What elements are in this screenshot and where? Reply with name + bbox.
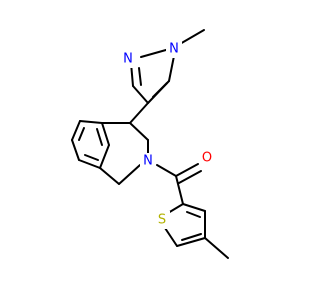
bond-c3-c2-inner bbox=[186, 211, 201, 218]
bond-c7-c8-inner bbox=[84, 154, 99, 161]
bond-c8-c8a bbox=[99, 144, 110, 169]
o-carbonyl-label: O bbox=[202, 151, 212, 166]
bond-c8a-c4a bbox=[101, 122, 110, 146]
n-ring-label: N bbox=[143, 154, 153, 169]
bond-c7-c8 bbox=[78, 159, 101, 169]
carbonyl-group bbox=[156, 163, 202, 205]
bond-c1-c8a bbox=[99, 167, 120, 185]
bond-c-o-a bbox=[175, 163, 199, 177]
bond-c5-c6 bbox=[71, 120, 81, 141]
bond-c5-c4-inner bbox=[181, 233, 202, 241]
bond-c4a-c5 bbox=[79, 120, 103, 124]
bond-c5-c4 bbox=[176, 237, 206, 247]
bond-c5-c6-inner bbox=[78, 127, 85, 141]
benzene-ring bbox=[71, 120, 110, 169]
bond-c3-c4 bbox=[132, 85, 149, 104]
atom-label-s: S bbox=[154, 211, 170, 229]
bond-c8a-c4a-inner bbox=[96, 128, 103, 146]
bond-c2-s bbox=[167, 203, 184, 214]
bond-n2-c3-inner bbox=[138, 67, 142, 86]
bond-n2-c1 bbox=[118, 164, 141, 185]
s-thiophene-label: S bbox=[158, 213, 166, 228]
bond-pyrazole-c4-ring bbox=[129, 102, 149, 124]
saturated-ring bbox=[99, 122, 149, 185]
bond-s-c5 bbox=[164, 227, 178, 247]
bond-c5-n1 bbox=[168, 55, 175, 82]
atom-label-o: O bbox=[199, 149, 215, 167]
n-methyl-label: N bbox=[169, 42, 179, 57]
thiophene-ring bbox=[164, 203, 229, 259]
atom-label-n-pyrazole: N bbox=[120, 50, 136, 68]
bond-c4-c3 bbox=[129, 122, 149, 141]
atom-label-n-methyl: N bbox=[166, 40, 182, 58]
bond-n-carbonyl bbox=[156, 164, 177, 177]
bond-carbonyl-thiophene bbox=[175, 175, 184, 205]
bond-c4-methyl bbox=[204, 237, 229, 259]
bond-c3-c2 bbox=[182, 203, 206, 212]
bond-c6-c7 bbox=[71, 139, 80, 161]
bond-c4-c5-inner bbox=[152, 82, 168, 98]
molecule-structure: N N N O S bbox=[71, 29, 229, 259]
bond-c-o-b bbox=[178, 170, 202, 184]
n-pyrazole-label: N bbox=[123, 52, 133, 67]
atom-label-n-ring: N bbox=[140, 153, 156, 171]
